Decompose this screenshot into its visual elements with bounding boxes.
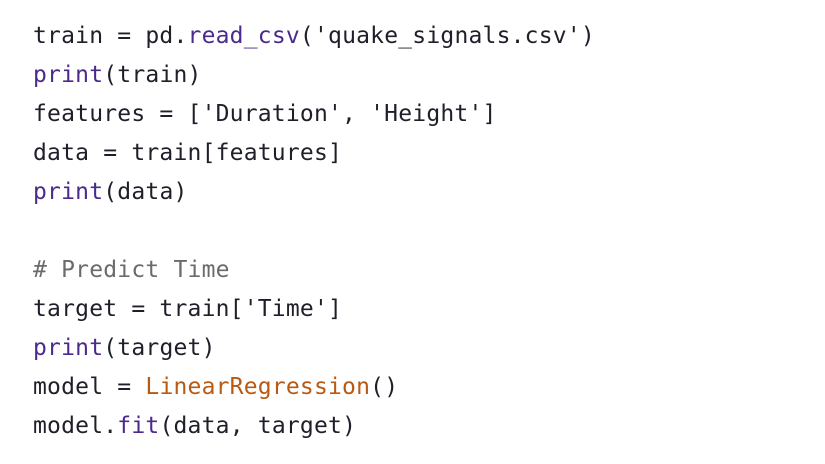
code-line-9: model = LinearRegression() xyxy=(33,368,398,407)
code-line-10: model.fit(data, target) xyxy=(33,407,356,446)
code-line-5: print(data) xyxy=(33,173,188,212)
code-line-4: data = train[features] xyxy=(33,134,342,173)
function-token: read_csv xyxy=(187,23,300,49)
code-line-2: print(train) xyxy=(33,56,202,95)
code-token: (target) xyxy=(103,335,216,361)
code-token: () xyxy=(370,374,399,400)
code-comment-line: # Predict Time xyxy=(33,251,230,290)
code-token: features = ['Duration', 'Height'] xyxy=(33,101,497,127)
code-token: ('quake_signals.csv') xyxy=(299,23,595,49)
class-token: LinearRegression xyxy=(145,374,371,400)
builtin-token: print xyxy=(33,179,104,205)
code-token: (data) xyxy=(103,179,188,205)
method-token: fit xyxy=(117,413,160,439)
code-line-8: print(target) xyxy=(33,329,216,368)
code-token: data = train[features] xyxy=(33,140,343,166)
code-line-3: features = ['Duration', 'Height'] xyxy=(33,95,497,134)
code-token: (train) xyxy=(103,62,202,88)
builtin-token: print xyxy=(33,62,104,88)
code-line-1: train = pd.read_csv('quake_signals.csv') xyxy=(33,17,595,56)
code-line-7: target = train['Time'] xyxy=(33,290,342,329)
code-token: (data, target) xyxy=(159,413,357,439)
builtin-token: print xyxy=(33,335,104,361)
comment-token: # Predict Time xyxy=(33,257,230,283)
code-token: target = train['Time'] xyxy=(33,296,343,322)
code-token: model. xyxy=(33,413,118,439)
code-token: train = pd. xyxy=(33,23,188,49)
code-token: model = xyxy=(33,374,146,400)
